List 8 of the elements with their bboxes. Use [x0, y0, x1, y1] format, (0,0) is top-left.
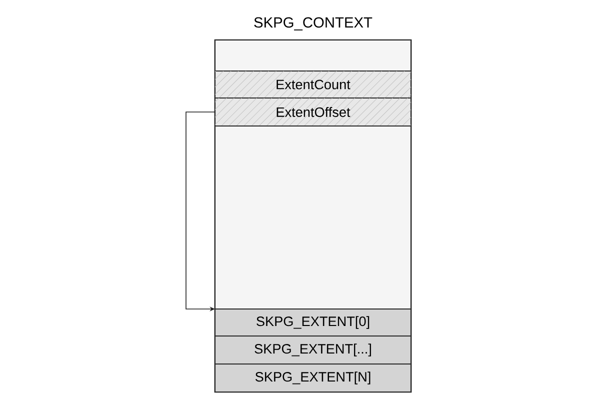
- empty-row: [214, 39, 412, 72]
- structure-title: SKPG_CONTEXT: [254, 17, 372, 30]
- field-row: SKPG_EXTENT[0]: [214, 308, 412, 337]
- field-row: ExtentCount: [214, 70, 412, 99]
- field-row: ExtentOffset: [214, 97, 412, 127]
- field-row: SKPG_EXTENT[...]: [214, 335, 412, 365]
- empty-row: [214, 125, 412, 310]
- field-row: SKPG_EXTENT[N]: [214, 363, 412, 393]
